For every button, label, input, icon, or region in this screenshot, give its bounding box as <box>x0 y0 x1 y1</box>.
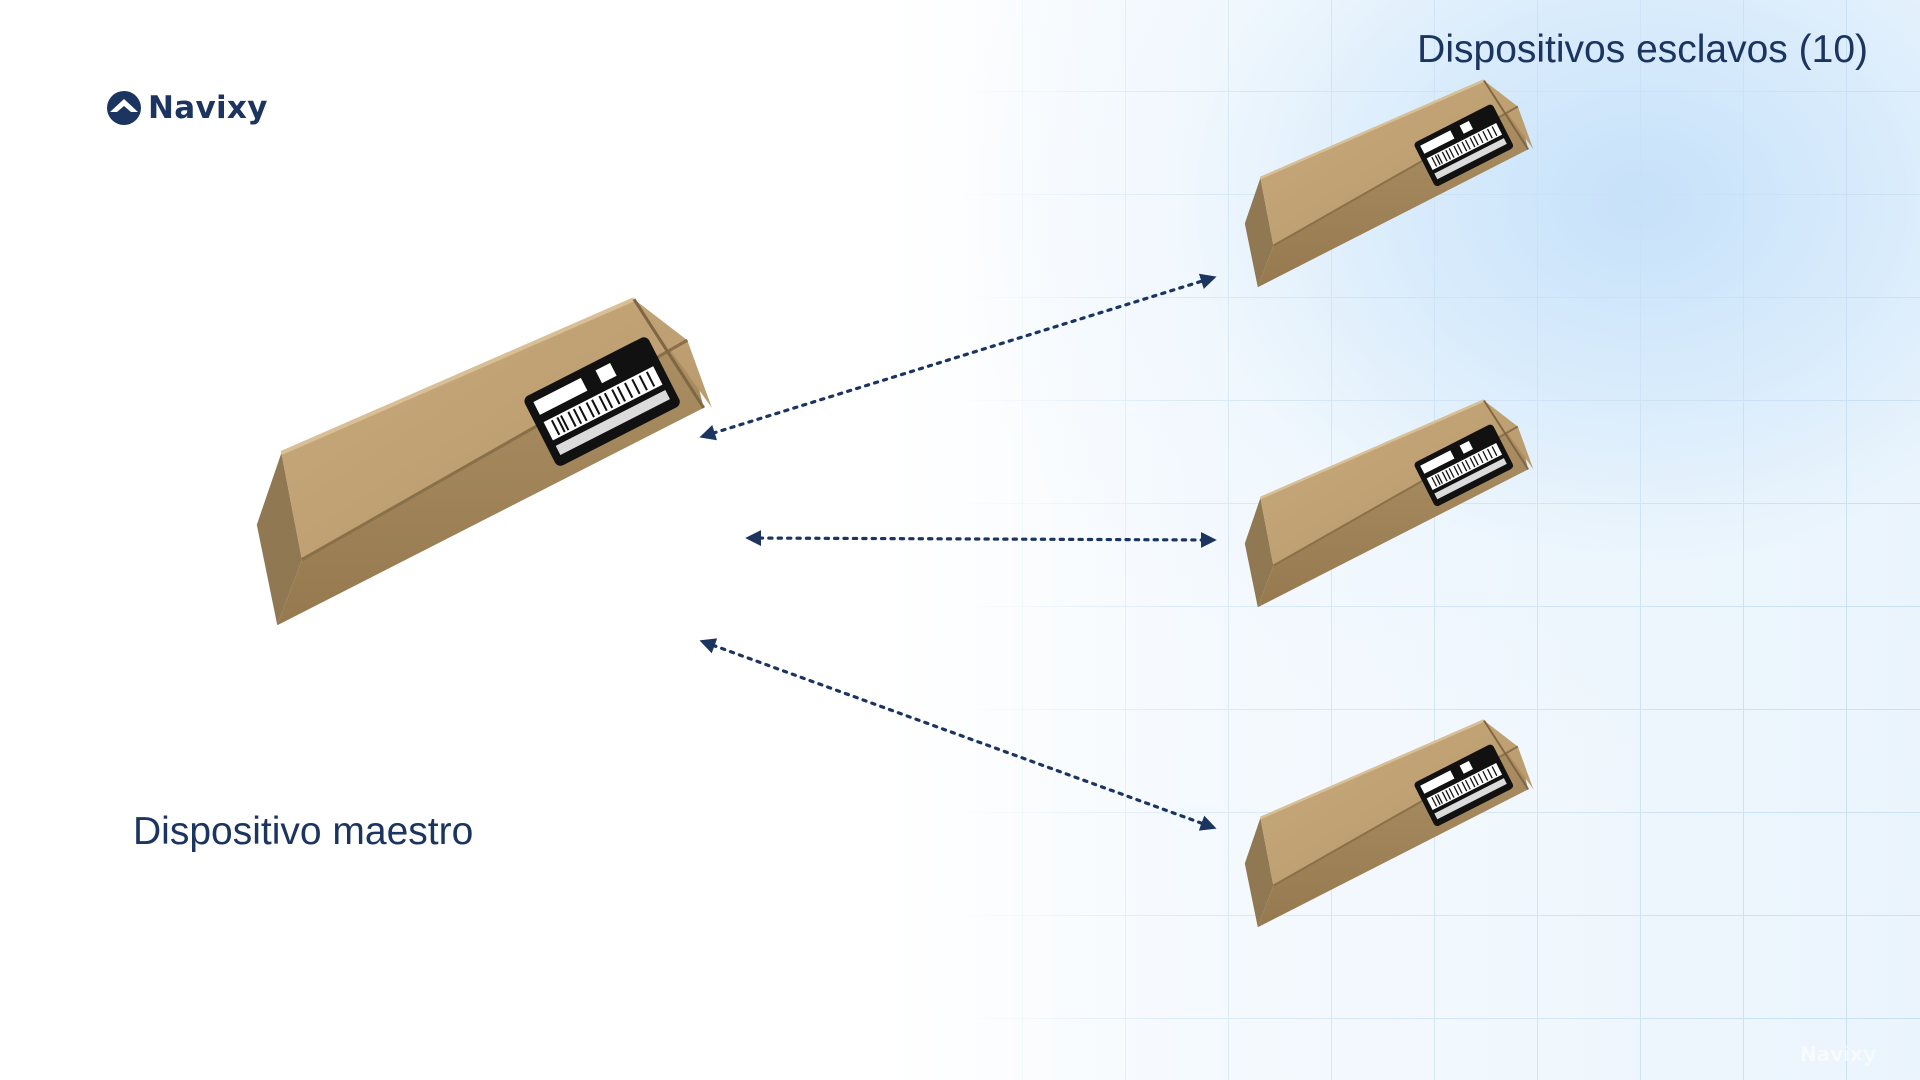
connection-arrow-bottom <box>699 638 1217 831</box>
navixy-logo: Navixy <box>106 88 268 128</box>
slave-device-3 <box>1243 719 1535 929</box>
slave-device-2 <box>1243 399 1535 609</box>
logo-text: Navixy <box>148 90 268 126</box>
navixy-logo-icon <box>107 91 141 125</box>
slave-device-1 <box>1243 79 1535 289</box>
master-device-title: Dispositivo maestro <box>133 810 474 853</box>
connection-arrow-top <box>699 273 1217 441</box>
watermark-logo: Navixy <box>1799 1042 1876 1066</box>
slave-devices-title: Dispositivos esclavos (10) <box>1417 28 1868 71</box>
master-device <box>257 299 712 625</box>
connection-arrow-middle <box>745 530 1217 548</box>
